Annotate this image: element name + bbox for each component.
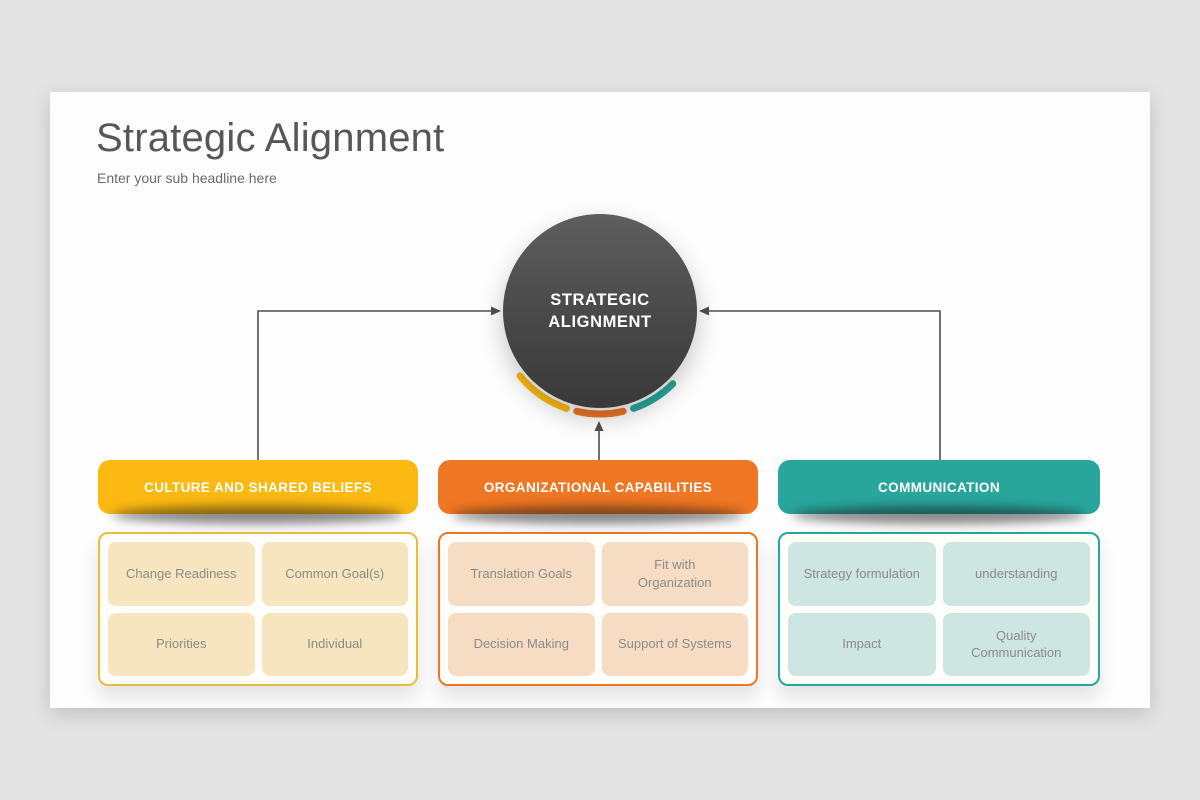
strategic-alignment-circle: STRATEGIC ALIGNMENT (503, 214, 697, 408)
page-title: Strategic Alignment (96, 116, 445, 160)
group-cell: Fit with Organization (601, 542, 748, 606)
group-cell: Impact (788, 612, 936, 676)
culture-header-label: CULTURE AND SHARED BELIEFS (144, 479, 372, 495)
organizational-header-label: ORGANIZATIONAL CAPABILITIES (483, 479, 713, 495)
orange-arc (573, 407, 627, 418)
culture-body: Change Readiness Common Goal(s) Prioriti… (98, 532, 418, 686)
circle-label: STRATEGIC ALIGNMENT (548, 289, 651, 334)
right-connector-arrowhead (699, 306, 709, 316)
organizational-body: Translation Goals Fit with Organization … (438, 532, 758, 686)
communication-body: Strategy formulation understanding Impac… (778, 532, 1100, 686)
communication-header-label: COMMUNICATION (878, 479, 1000, 495)
circle-label-line1: STRATEGIC (550, 290, 650, 309)
communication-header-shadow (792, 506, 1086, 524)
bottom-connector-arrowhead (594, 421, 604, 431)
group-cell: Priorities (108, 612, 255, 676)
group-cell: Decision Making (448, 612, 595, 676)
culture-header: CULTURE AND SHARED BELIEFS (98, 460, 418, 524)
page-subtitle: Enter your sub headline here (97, 170, 277, 186)
left-connector-line (257, 310, 492, 460)
right-connector-line (708, 310, 941, 460)
communication-header: COMMUNICATION (778, 460, 1100, 524)
organizational-header: ORGANIZATIONAL CAPABILITIES (438, 460, 758, 524)
group-cell: understanding (942, 542, 1090, 606)
group-cell: Quality Communication (942, 612, 1090, 676)
slide: Strategic Alignment Enter your sub headl… (50, 92, 1150, 708)
group-cell: Support of Systems (601, 612, 748, 676)
group-cell: Common Goal(s) (261, 542, 408, 606)
left-connector-arrowhead (491, 306, 501, 316)
organizational-header-shadow (452, 506, 744, 524)
group-cell: Strategy formulation (788, 542, 936, 606)
culture-header-shadow (112, 506, 404, 524)
circle-label-line2: ALIGNMENT (548, 313, 652, 331)
group-cell: Translation Goals (448, 542, 595, 606)
group-cell: Change Readiness (108, 542, 255, 606)
group-cell: Individual (261, 612, 408, 676)
